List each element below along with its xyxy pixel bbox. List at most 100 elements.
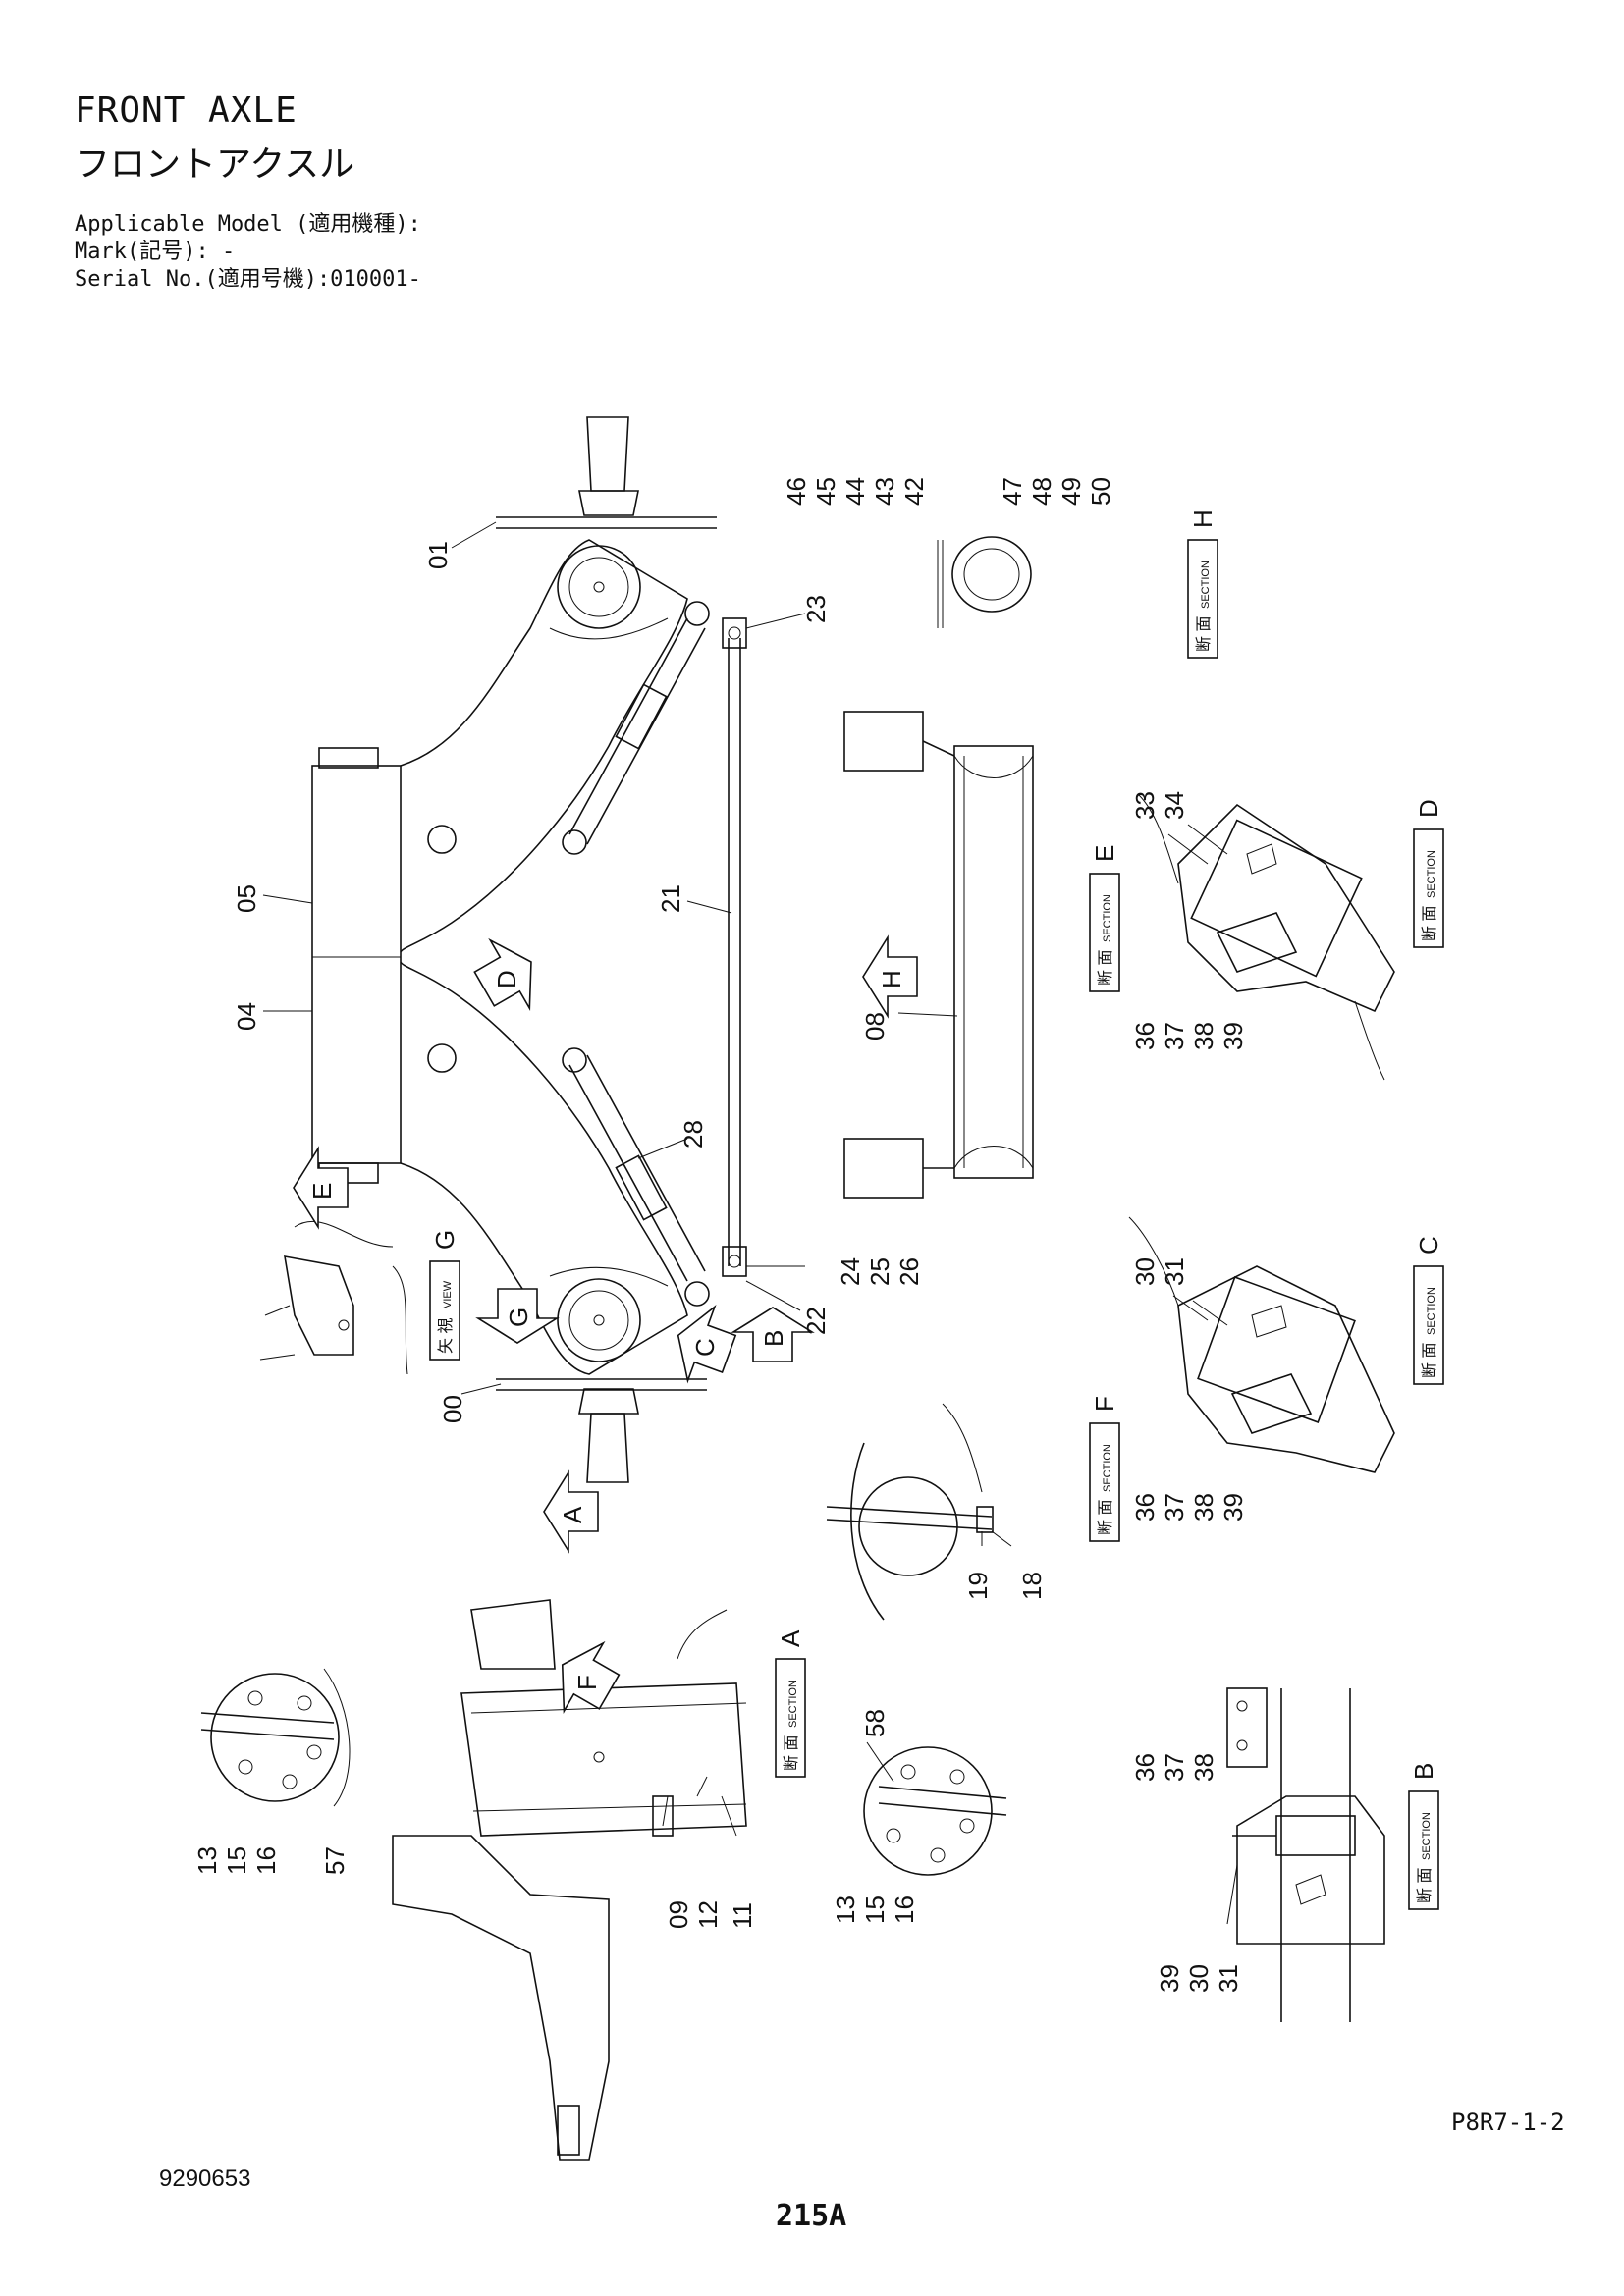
leader-lines <box>262 521 1238 1925</box>
hub-detail-left <box>200 1668 351 1807</box>
svg-text:E: E <box>307 1183 337 1200</box>
part-26: 26 <box>894 1257 924 1286</box>
mark-line: Mark(記号): - <box>75 240 236 264</box>
drawing-number: 9290653 <box>159 2165 251 2192</box>
svg-text:矢 視: 矢 視 <box>437 1318 455 1354</box>
part-46: 46 <box>782 477 811 506</box>
hub-detail-right <box>863 1746 1007 1876</box>
part-47: 47 <box>998 477 1027 506</box>
arrow-d: D <box>473 937 532 1011</box>
part-18: 18 <box>1017 1572 1047 1600</box>
svg-text:A: A <box>776 1629 805 1647</box>
part-58: 58 <box>860 1709 890 1737</box>
part-22: 22 <box>801 1307 831 1335</box>
part-33: 33 <box>1130 791 1160 820</box>
part-34: 34 <box>1160 791 1189 820</box>
part-36-d: 36 <box>1130 1022 1160 1050</box>
svg-text:D: D <box>1414 799 1443 818</box>
part-31-b: 31 <box>1214 1964 1243 1993</box>
section-a-drawing <box>392 1599 747 2161</box>
svg-text:断 面: 断 面 <box>783 1735 800 1771</box>
part-37-c: 37 <box>1160 1493 1189 1522</box>
part-39-d: 39 <box>1218 1022 1248 1050</box>
arrow-a: A <box>543 1469 599 1554</box>
part-38-b: 38 <box>1189 1753 1218 1782</box>
section-label-e: 断 面 SECTION E <box>1089 845 1120 992</box>
part-38-c: 38 <box>1189 1493 1218 1522</box>
part-21: 21 <box>656 884 685 913</box>
svg-text:VIEW: VIEW <box>442 1280 454 1308</box>
part-49: 49 <box>1056 477 1086 506</box>
part-09: 09 <box>664 1900 693 1929</box>
section-label-f: 断 面 SECTION F <box>1089 1396 1120 1542</box>
part-01: 01 <box>423 541 453 569</box>
part-36-b: 36 <box>1130 1753 1160 1782</box>
arrow-f: F <box>561 1640 621 1714</box>
part-11: 11 <box>728 1902 757 1929</box>
view-g-detail <box>259 1221 408 1375</box>
svg-text:SECTION: SECTION <box>1102 1444 1113 1492</box>
svg-text:SECTION: SECTION <box>1426 1287 1437 1335</box>
svg-text:F: F <box>1090 1396 1119 1412</box>
section-label-b: 断 面 SECTION B <box>1408 1763 1439 1910</box>
svg-text:SECTION: SECTION <box>787 1680 799 1728</box>
part-16-a: 16 <box>251 1846 281 1875</box>
svg-text:E: E <box>1090 845 1119 862</box>
svg-text:断 面: 断 面 <box>1416 1868 1434 1903</box>
part-44: 44 <box>840 477 870 506</box>
svg-text:SECTION: SECTION <box>1426 850 1437 898</box>
part-23: 23 <box>801 595 831 623</box>
svg-text:断 面: 断 面 <box>1421 1343 1438 1378</box>
section-f-drawing <box>826 1403 994 1621</box>
applicable-model-line: Applicable Model (適用機種): <box>75 212 421 237</box>
svg-text:断 面: 断 面 <box>1097 950 1114 986</box>
part-37-d: 37 <box>1160 1022 1189 1050</box>
section-label-a: 断 面 SECTION A <box>775 1629 806 1778</box>
arrow-h: H <box>862 934 918 1019</box>
page-number: 215A <box>776 2199 847 2233</box>
svg-text:断 面: 断 面 <box>1195 616 1213 652</box>
section-c-drawing <box>1128 1216 1395 1473</box>
part-13-a: 13 <box>192 1846 222 1875</box>
svg-text:G: G <box>504 1308 533 1327</box>
arrow-e: E <box>293 1146 349 1230</box>
part-50: 50 <box>1086 477 1115 506</box>
part-30-b: 30 <box>1184 1964 1214 1993</box>
part-24: 24 <box>836 1257 865 1286</box>
part-16-b: 16 <box>890 1896 919 1924</box>
part-00: 00 <box>438 1395 467 1423</box>
part-12: 12 <box>693 1900 723 1929</box>
part-57: 57 <box>320 1846 350 1875</box>
page-reference: P8R7-1-2 <box>1451 2109 1565 2136</box>
section-label-c: 断 面 SECTION C <box>1413 1236 1444 1385</box>
part-36-c: 36 <box>1130 1493 1160 1522</box>
part-15-a: 15 <box>222 1846 251 1875</box>
part-43: 43 <box>870 477 899 506</box>
part-04: 04 <box>232 1002 261 1031</box>
part-30-c: 30 <box>1130 1257 1160 1286</box>
arrow-c: C <box>677 1305 737 1384</box>
view-label-g: 矢 視 VIEW G <box>429 1230 460 1361</box>
title-english: FRONT AXLE <box>75 90 298 131</box>
part-08: 08 <box>860 1012 890 1041</box>
part-28: 28 <box>678 1120 708 1148</box>
svg-text:H: H <box>877 970 906 988</box>
svg-text:SECTION: SECTION <box>1421 1812 1433 1860</box>
part-39-b: 39 <box>1155 1964 1184 1993</box>
svg-text:F: F <box>572 1675 602 1690</box>
svg-text:C: C <box>1414 1236 1443 1255</box>
part-05: 05 <box>232 884 261 913</box>
section-b-drawing <box>1226 1687 1385 2022</box>
svg-text:断 面: 断 面 <box>1421 906 1438 941</box>
section-h-drawing <box>937 536 1032 628</box>
part-15-b: 15 <box>860 1896 890 1924</box>
section-d-drawing <box>1138 794 1395 1081</box>
svg-text:C: C <box>690 1338 720 1357</box>
part-45: 45 <box>811 477 840 506</box>
svg-text:H: H <box>1188 509 1218 528</box>
section-label-d: 断 面 SECTION D <box>1413 799 1444 948</box>
section-label-h: 断 面 SECTION H <box>1187 509 1218 659</box>
svg-text:SECTION: SECTION <box>1102 894 1113 942</box>
svg-text:A: A <box>558 1506 587 1523</box>
